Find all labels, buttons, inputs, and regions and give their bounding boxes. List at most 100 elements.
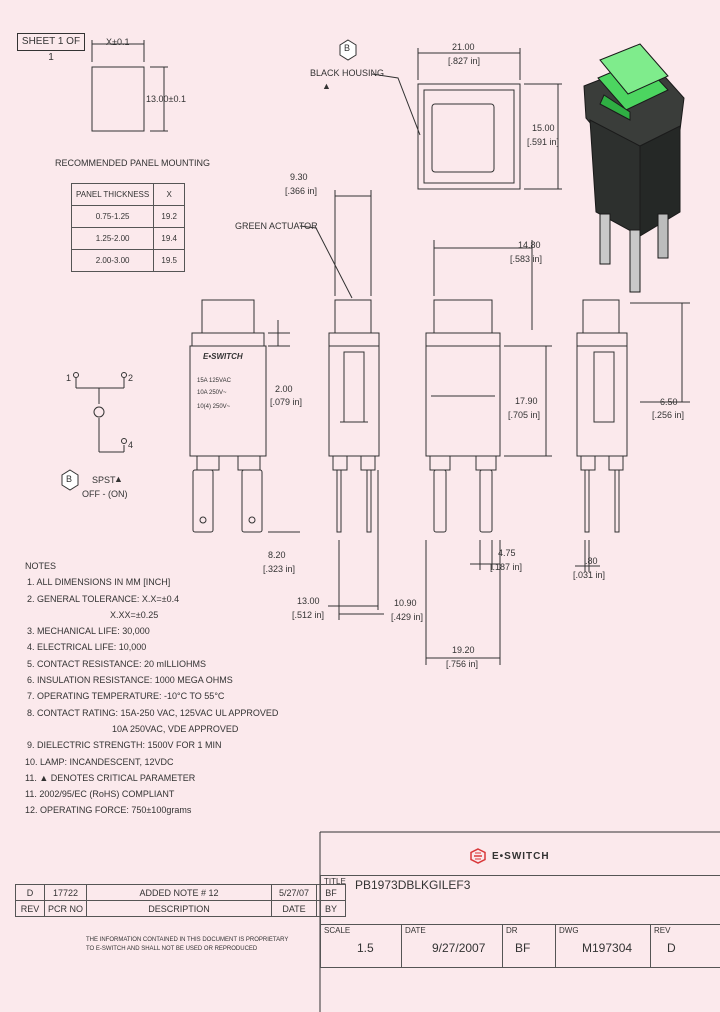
rating-text-2: 10A 250V~	[197, 390, 227, 396]
b-marker-hex-schematic	[61, 469, 79, 491]
note-item: 1. ALL DIMENSIONS IN MM [INCH]	[27, 577, 171, 588]
product-render	[583, 43, 685, 293]
disclaimer-line-1: THE INFORMATION CONTAINED IN THIS DOCUME…	[86, 937, 289, 943]
dim-14-80: 14.80	[518, 240, 541, 250]
rev-header: DESCRIPTION	[86, 900, 272, 917]
note-item: 5. CONTACT RESISTANCE: 20 mILLIOHMS	[27, 658, 207, 669]
note-item: 2. GENERAL TOLERANCE: X.X=±0.4	[27, 593, 180, 604]
dim-6-50: 6.50	[660, 397, 678, 407]
dr-label: DR	[506, 926, 518, 935]
revision-table: D 17722 ADDED NOTE # 12 5/27/07 BF REV P…	[15, 884, 346, 917]
dim-19-20-in: [.756 in]	[446, 659, 479, 669]
dim-13-00: 13.00	[297, 596, 320, 606]
dim-8-20-in: [.323 in]	[263, 564, 296, 574]
dim-21-00-in: [.827 in]	[448, 56, 481, 66]
spst-label: SPST	[92, 475, 116, 485]
scale-label: SCALE	[324, 926, 351, 935]
notes-title: NOTES	[25, 561, 57, 571]
note-item: 3. MECHANICAL LIFE: 30,000	[27, 626, 150, 637]
dim-8-20: 8.20	[268, 550, 286, 560]
dr-cell: DR BF	[502, 924, 556, 968]
dim-10-90: 10.90	[394, 598, 417, 608]
brand-logo-icon	[470, 848, 486, 864]
scale-cell: SCALE 1.5	[320, 924, 402, 968]
title-label: TITLE	[324, 877, 346, 886]
front-housing	[417, 83, 521, 190]
note-item: 9. DIELECTRIC STRENGTH: 1500V FOR 1 MIN	[27, 740, 222, 751]
pm-header-x: X	[153, 183, 186, 206]
dim-6-50-in: [.256 in]	[652, 410, 685, 420]
rev-cell-block: REV D	[650, 924, 720, 968]
dim-13-00-in: [.512 in]	[292, 610, 325, 620]
date-cell: DATE 9/27/2007	[401, 924, 503, 968]
rev-cell: 5/27/07	[271, 884, 317, 901]
dim-0-80: .80	[585, 556, 598, 566]
brand-logo: E•SWITCH	[470, 848, 550, 864]
pm-cell: 19.2	[153, 205, 186, 228]
dim-17-90: 17.90	[515, 396, 538, 406]
panel-cutout-rect	[91, 66, 145, 132]
panel-mounting-title: RECOMMENDED PANEL MOUNTING	[55, 158, 211, 168]
date-label: DATE	[405, 926, 426, 935]
critical-triangle-icon: ▲	[322, 81, 331, 91]
dr-value: BF	[515, 941, 531, 955]
rating-text-1: 15A 125VAC	[197, 378, 231, 384]
dim-2-00-in: [.079 in]	[270, 397, 303, 407]
note-item: 11. ▲ DENOTES CRITICAL PARAMETER	[25, 772, 196, 783]
dim-19-20: 19.20	[452, 645, 475, 655]
date-value: 9/27/2007	[432, 941, 486, 955]
terminal-4-label: 4	[128, 440, 134, 450]
black-housing-label: BLACK HOUSING	[310, 68, 385, 78]
sheet-label: SHEET 1 OF 1	[17, 33, 85, 63]
rev-cell: 17722	[44, 884, 87, 901]
rev-header: DATE	[271, 900, 317, 917]
dim-15-00: 15.00	[532, 123, 555, 133]
rev-label: REV	[654, 926, 671, 935]
rev-header: PCR NO	[44, 900, 87, 917]
rev-header: BY	[316, 900, 346, 917]
dim-9-30: 9.30	[290, 172, 308, 182]
pm-header-thickness: PANEL THICKNESS	[70, 183, 155, 206]
dim-4-75: 4.75	[498, 548, 516, 558]
dim-9-30-in: [.366 in]	[285, 186, 318, 196]
note-item: 10A 250VAC, VDE APPROVED	[112, 723, 239, 734]
note-item: 4. ELECTRICAL LIFE: 10,000	[27, 642, 147, 653]
rev-header: REV	[15, 900, 45, 917]
notes-block: NOTES 1. ALL DIMENSIONS IN MM [INCH] 2. …	[25, 558, 278, 819]
cutout-width-dim: X±0.1	[106, 37, 130, 47]
part-number: PB1973DBLKGILEF3	[355, 878, 471, 892]
rev-cell: ADDED NOTE # 12	[86, 884, 272, 901]
title-cell: TITLE PB1973DBLKGILEF3	[320, 875, 720, 925]
note-item: 7. OPERATING TEMPERATURE: -10°C TO 55°C	[27, 691, 225, 702]
dim-21-00: 21.00	[452, 42, 475, 52]
dwg-label: DWG	[559, 926, 579, 935]
pm-cell: 0.75-1.25	[70, 205, 155, 228]
off-on-label: OFF - (ON)	[82, 489, 128, 499]
dim-2-00: 2.00	[275, 384, 293, 394]
pm-cell: 19.4	[153, 227, 186, 250]
cutout-height-dim: 13.00±0.1	[146, 94, 186, 104]
note-item: X.XX=±0.25	[110, 609, 159, 620]
green-actuator-label: GREEN ACTUATOR	[235, 221, 318, 231]
note-item: 12. OPERATING FORCE: 750±100grams	[25, 805, 192, 816]
b-marker-label-schematic: B	[66, 474, 73, 484]
rating-text-3: 10(4) 250V~	[197, 404, 231, 410]
b-marker-label: B	[344, 43, 351, 53]
note-item: 10. LAMP: INCANDESCENT, 12VDC	[25, 756, 174, 767]
dim-4-75-in: [.187 in]	[490, 562, 523, 572]
pm-cell: 1.25-2.00	[70, 227, 155, 250]
dwg-cell: DWG M197304	[555, 924, 651, 968]
b-marker-hex	[339, 39, 357, 61]
note-item: 8. CONTACT RATING: 15A-250 VAC, 125VAC U…	[27, 707, 279, 718]
disclaimer-line-2: TO E-SWITCH AND SHALL NOT BE USED OR REP…	[86, 946, 258, 952]
scale-value: 1.5	[357, 941, 374, 955]
note-item: 11. 2002/95/EC (RoHS) COMPLIANT	[25, 789, 175, 800]
rev-value: D	[667, 941, 676, 955]
pm-cell: 2.00-3.00	[70, 249, 155, 272]
rev-cell: D	[15, 884, 45, 901]
terminal-1-label: 1	[66, 373, 72, 383]
note-item: 6. INSULATION RESISTANCE: 1000 MEGA OHMS	[27, 675, 233, 686]
dim-14-80-in: [.583 in]	[510, 254, 543, 264]
critical-triangle-icon: ▲	[114, 474, 123, 484]
